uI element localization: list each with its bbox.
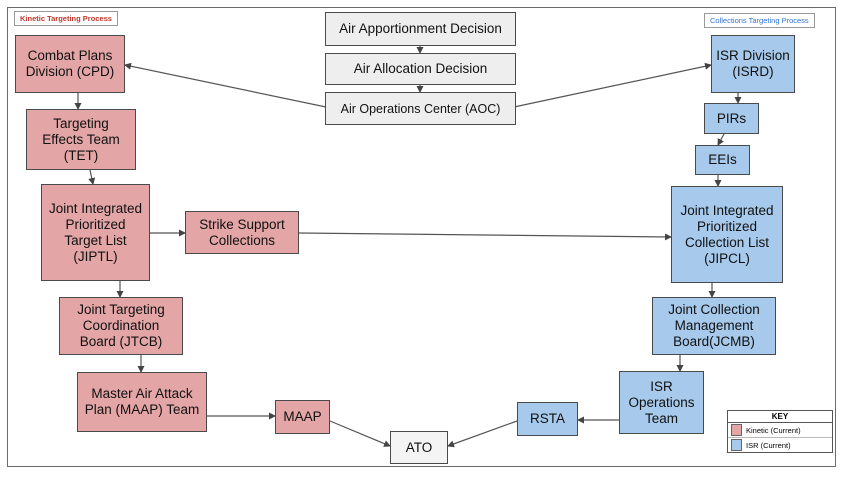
legend-swatch-isr — [731, 439, 742, 451]
isr-operations-team-box: ISR Operations Team — [619, 371, 704, 434]
air-apportionment-decision-box: Air Apportionment Decision — [325, 12, 516, 46]
targeting-effects-team-box: Targeting Effects Team (TET) — [26, 109, 136, 170]
jiptl-box: Joint Integrated Prioritized Target List… — [41, 184, 150, 281]
rsta-box: RSTA — [517, 402, 578, 436]
kinetic-process-header: Kinetic Targeting Process — [14, 11, 118, 26]
combat-plans-division-box: Combat Plans Division (CPD) — [15, 35, 125, 93]
legend-label-isr: ISR (Current) — [746, 440, 791, 450]
jipcl-box: Joint Integrated Prioritized Collection … — [671, 186, 783, 283]
collections-process-header: Collections Targeting Process — [704, 13, 815, 28]
arrow-rsta-to-ato — [447, 420, 518, 448]
legend-item-isr: ISR (Current) — [728, 438, 832, 452]
arrow-strike-to-jipcl — [298, 232, 672, 241]
legend-swatch-kinetic — [731, 424, 742, 436]
legend-key: KEY Kinetic (Current) ISR (Current) — [727, 410, 833, 453]
arrow-aoc-to-isrd — [513, 62, 712, 108]
pirs-box: PIRs — [704, 103, 759, 134]
eeis-box: EEIs — [695, 145, 750, 175]
jcmb-box: Joint Collection Management Board(JCMB) — [652, 297, 776, 355]
isr-division-box: ISR Division (ISRD) — [711, 35, 795, 93]
arrow-aoc-to-cpd — [124, 62, 327, 108]
air-allocation-decision-box: Air Allocation Decision — [325, 53, 516, 85]
arrow-tet-to-jiptl — [88, 169, 96, 185]
ato-box: ATO — [390, 431, 448, 464]
maap-box: MAAP — [275, 400, 330, 434]
legend-title: KEY — [728, 411, 832, 423]
legend-item-kinetic: Kinetic (Current) — [728, 423, 832, 438]
arrow-pirs-to-eeis — [717, 133, 725, 146]
jtcb-box: Joint Targeting Coordination Board (JTCB… — [59, 297, 183, 355]
air-operations-center-box: Air Operations Center (AOC) — [325, 92, 516, 125]
strike-support-collections-box: Strike Support Collections — [185, 211, 299, 254]
legend-label-kinetic: Kinetic (Current) — [746, 425, 801, 435]
arrow-maap-to-ato — [329, 420, 391, 447]
maap-team-box: Master Air Attack Plan (MAAP) Team — [77, 372, 207, 432]
